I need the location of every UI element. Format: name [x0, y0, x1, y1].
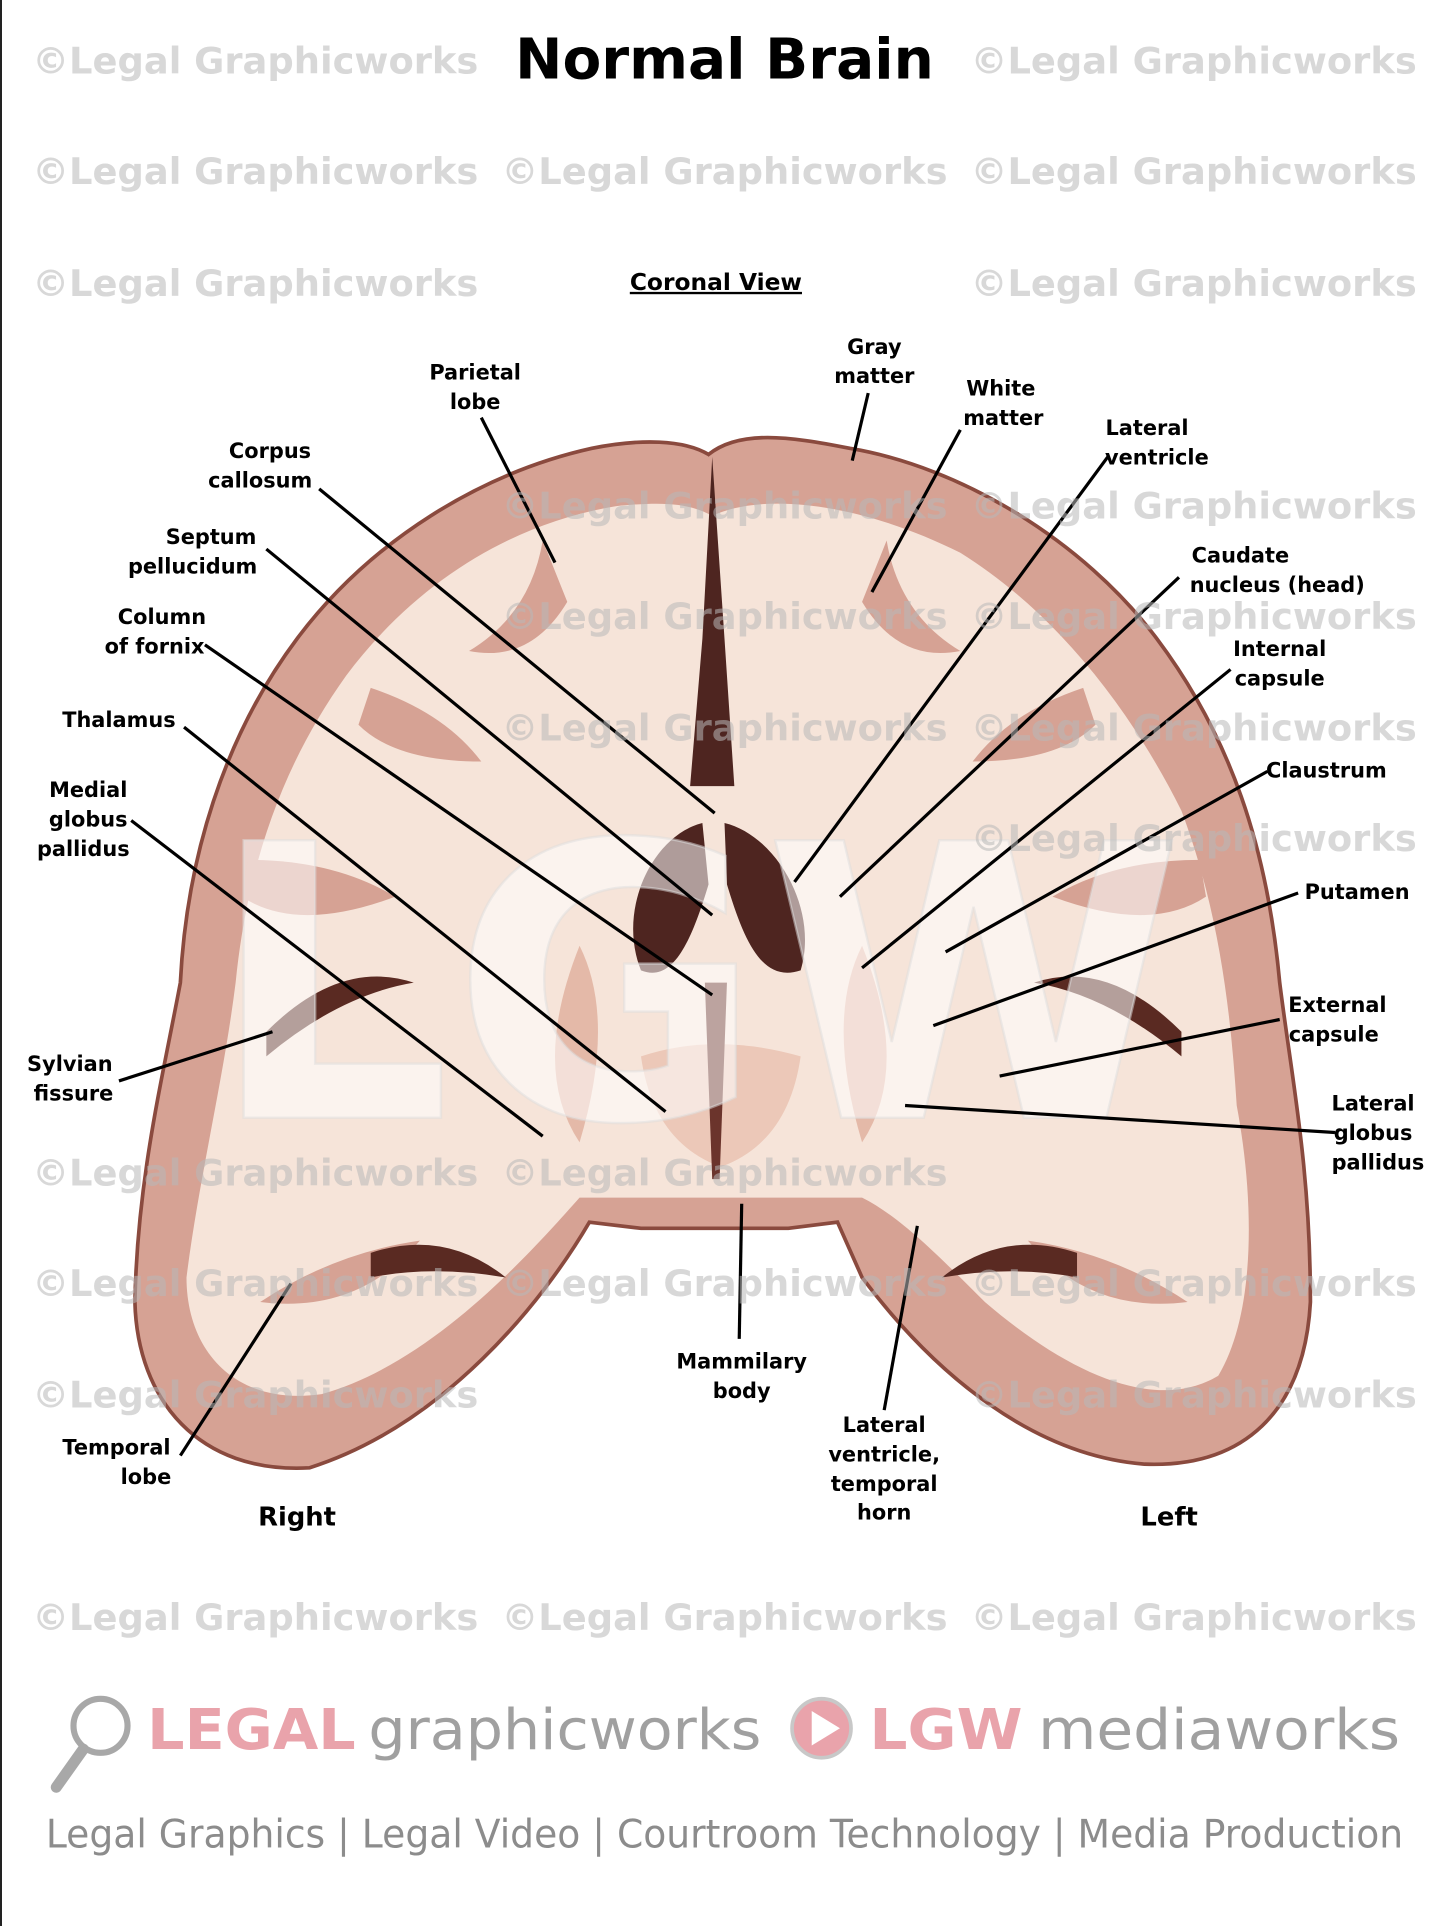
watermark-grid: ©Legal Graphicworks ©Legal Graphicworks ©L… [32, 40, 1417, 1639]
watermark-text: ©Legal Graphicworks [971, 150, 1417, 193]
watermark-text: ©Legal Graphicworks [971, 1374, 1417, 1417]
label-thalamus: Thalamus [62, 708, 175, 732]
ventricles [633, 822, 805, 973]
watermark-text: ©Legal Graphicworks [971, 1596, 1417, 1639]
watermark-text: ©Legal Graphicworks [501, 150, 947, 193]
page-title: Normal Brain [515, 28, 934, 93]
temporal-horn-mark [370, 1244, 1078, 1278]
watermark-text: ©Legal Graphicworks [501, 484, 947, 527]
white-matter [186, 503, 1249, 1396]
watermark-text: ©Legal Graphicworks [32, 262, 478, 305]
watermark-text: ©Legal Graphicworks [501, 1151, 947, 1194]
watermark-text: ©Legal Graphicworks [501, 595, 947, 638]
brain-coronal-section [133, 435, 1313, 1470]
watermark-text: ©Legal Graphicworks [971, 817, 1417, 860]
watermark-text: ©Legal Graphicworks [32, 1374, 478, 1417]
side-label-left: Left [1140, 1503, 1197, 1533]
watermark-text: ©Legal Graphicworks [971, 707, 1417, 750]
longitudinal-fissure [690, 456, 735, 787]
watermark-text: ©Legal Graphicworks [501, 1262, 947, 1305]
watermark-text: ©Legal Graphicworks [501, 707, 947, 750]
watermark-text: ©Legal Graphicworks [501, 1596, 947, 1639]
watermark-text: ©Legal Graphicworks [971, 595, 1417, 638]
logo-legal-text: LEGAL [147, 1698, 355, 1763]
sylvian-fissure-mark [266, 976, 1182, 1057]
watermark-text: ©Legal Graphicworks [32, 150, 478, 193]
label-claustrum: Claustrum [1266, 759, 1387, 783]
watermark-text: ©Legal Graphicworks [971, 1262, 1417, 1305]
leader-lines [118, 392, 1336, 1457]
logo-graphicworks-text: graphicworks [368, 1698, 761, 1763]
footer-tagline: Legal Graphics | Legal Video | Courtroom… [46, 1812, 1403, 1857]
logo-lgw-text: LGW [869, 1698, 1022, 1763]
third-ventricle [704, 982, 727, 1180]
magnifier-icon [50, 1695, 131, 1793]
label-putamen: Putamen [1305, 880, 1410, 904]
watermark-text: ©Legal Graphicworks [971, 484, 1417, 527]
side-label-right: Right [258, 1503, 336, 1533]
watermark-text: ©Legal Graphicworks [971, 262, 1417, 305]
watermark-text: ©Legal Graphicworks [32, 1151, 478, 1194]
logo-mediaworks-text: mediaworks [1038, 1698, 1400, 1763]
play-circle-icon [790, 1696, 853, 1760]
watermark-text: ©Legal Graphicworks [971, 40, 1417, 83]
watermark-text: ©Legal Graphicworks [32, 1262, 478, 1305]
watermark-text: ©Legal Graphicworks [32, 40, 478, 83]
watermark-text: ©Legal Graphicworks [32, 1596, 478, 1639]
view-subtitle: Coronal View [630, 268, 802, 296]
